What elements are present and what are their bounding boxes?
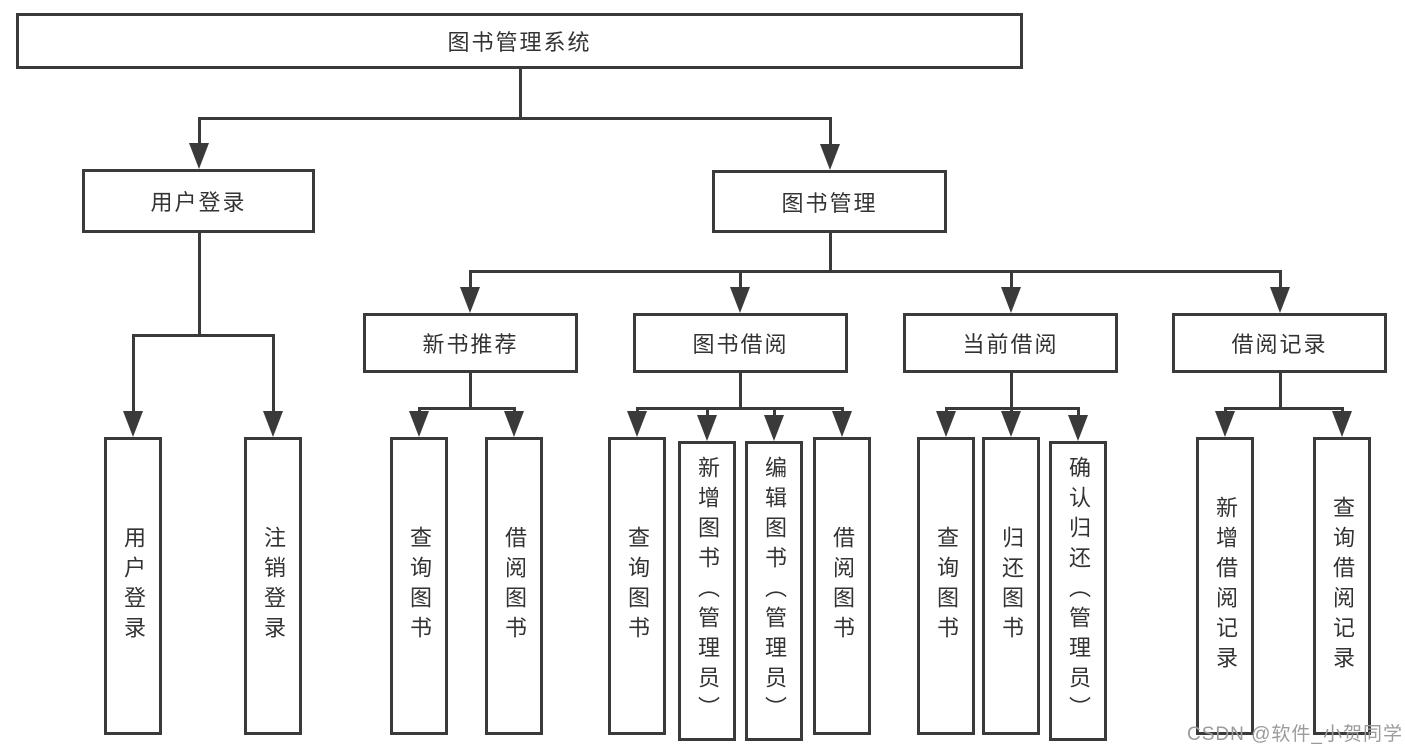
node-label: 编辑图书（管理员） — [762, 456, 787, 726]
connector-book-borrow-stem — [738, 373, 742, 409]
arrow-to-leaf — [1215, 411, 1235, 437]
node-label: 归还图书 — [999, 526, 1024, 646]
connector-book-management-stem — [828, 233, 832, 273]
node-label: 当前借阅 — [962, 332, 1059, 357]
node-label: 借阅记录 — [1231, 332, 1328, 357]
connector-drop — [705, 408, 709, 418]
node-leaf-return-books: 归还图书 — [982, 437, 1040, 735]
arrow-to-leaf — [764, 415, 784, 441]
node-label: 图书管理系统 — [447, 30, 592, 55]
node-label: 确认归还（管理员） — [1066, 456, 1091, 726]
node-leaf-borrow-books: 借阅图书 — [813, 437, 871, 735]
connector-user-login-stem — [197, 233, 201, 336]
node-label: 借阅图书 — [830, 526, 855, 646]
node-label: 借阅图书 — [502, 526, 527, 646]
node-user-login: 用户登录 — [82, 169, 315, 233]
connector-drop-login — [131, 335, 135, 415]
node-book-management: 图书管理 — [712, 170, 947, 233]
csdn-watermark: CSDN @软件_小贺同学 — [1187, 724, 1403, 745]
connector-drop-logout — [271, 335, 275, 415]
node-label: 新增借阅记录 — [1213, 496, 1238, 676]
node-book-borrow: 图书借阅 — [633, 313, 848, 373]
node-label: 新书推荐 — [422, 332, 519, 357]
node-label: 查询图书 — [625, 526, 650, 646]
node-leaf-query-books: 查询图书 — [608, 437, 666, 735]
node-root-system: 图书管理系统 — [16, 13, 1023, 69]
arrow-to-user-login — [189, 143, 209, 169]
node-new-book-recommend: 新书推荐 — [363, 313, 578, 373]
node-borrow-records: 借阅记录 — [1172, 313, 1387, 373]
connector-drop-book-borrow — [738, 271, 742, 289]
arrow-to-leaf — [409, 411, 429, 437]
node-leaf-query-books: 查询图书 — [917, 437, 975, 735]
arrow-to-leaf — [832, 411, 852, 437]
connector-user-login-branch — [131, 333, 275, 337]
node-label: 图书借阅 — [692, 332, 789, 357]
node-label: 图书管理 — [781, 190, 878, 216]
arrow-to-leaf — [1332, 411, 1352, 437]
connector-new-book-stem — [468, 373, 472, 409]
connector-book-borrow-branch — [635, 406, 844, 410]
arrow-to-book-borrow — [730, 287, 750, 313]
arrow-to-login — [123, 411, 143, 437]
node-label: 新增图书（管理员） — [695, 456, 720, 726]
node-label: 用户登录 — [121, 526, 146, 646]
node-leaf-logout: 注销登录 — [244, 437, 302, 735]
connector-new-book-branch — [417, 406, 516, 410]
node-leaf-borrow-books: 借阅图书 — [485, 437, 543, 735]
connector-drop — [1076, 408, 1080, 418]
node-label: 查询借阅记录 — [1330, 496, 1355, 676]
connector-drop — [772, 408, 776, 418]
node-leaf-edit-books-admin: 编辑图书（管理员） — [745, 441, 803, 741]
node-current-borrow: 当前借阅 — [903, 313, 1118, 373]
arrow-to-leaf — [936, 411, 956, 437]
node-leaf-confirm-return-admin: 确认归还（管理员） — [1049, 441, 1107, 741]
arrow-to-leaf — [1001, 411, 1021, 437]
connector-drop-new-book — [468, 271, 472, 289]
connector-drop-user-login — [197, 118, 201, 146]
arrow-to-leaf — [1068, 415, 1088, 441]
arrow-to-current-borrow — [1001, 287, 1021, 313]
connector-root-stem — [518, 69, 522, 118]
arrow-to-leaf — [504, 411, 524, 437]
node-leaf-add-books-admin: 新增图书（管理员） — [678, 441, 736, 741]
node-label: 查询图书 — [934, 526, 959, 646]
node-label: 用户登录 — [150, 190, 247, 215]
connector-root-branch — [197, 116, 832, 120]
connector-drop-borrow-records — [1278, 271, 1282, 289]
arrow-to-borrow-records — [1270, 287, 1290, 313]
node-label: 查询图书 — [407, 526, 432, 646]
connector-current-borrow-stem — [1009, 373, 1013, 409]
arrow-to-book-management — [820, 144, 840, 170]
node-leaf-query-books: 查询图书 — [390, 437, 448, 735]
arrow-to-leaf — [697, 415, 717, 441]
arrow-to-new-book — [460, 287, 480, 313]
connector-book-management-branch — [468, 269, 1282, 273]
connector-borrow-records-stem — [1278, 373, 1282, 409]
arrow-to-logout — [263, 411, 283, 437]
node-leaf-query-borrow-record: 查询借阅记录 — [1313, 437, 1371, 735]
connector-drop-book-management — [828, 118, 832, 146]
node-leaf-user-login: 用户登录 — [104, 437, 162, 735]
node-leaf-add-borrow-record: 新增借阅记录 — [1196, 437, 1254, 735]
connector-drop-current-borrow — [1009, 271, 1013, 289]
connector-borrow-records-branch — [1223, 406, 1344, 410]
arrow-to-leaf — [627, 411, 647, 437]
node-label: 注销登录 — [261, 526, 286, 646]
